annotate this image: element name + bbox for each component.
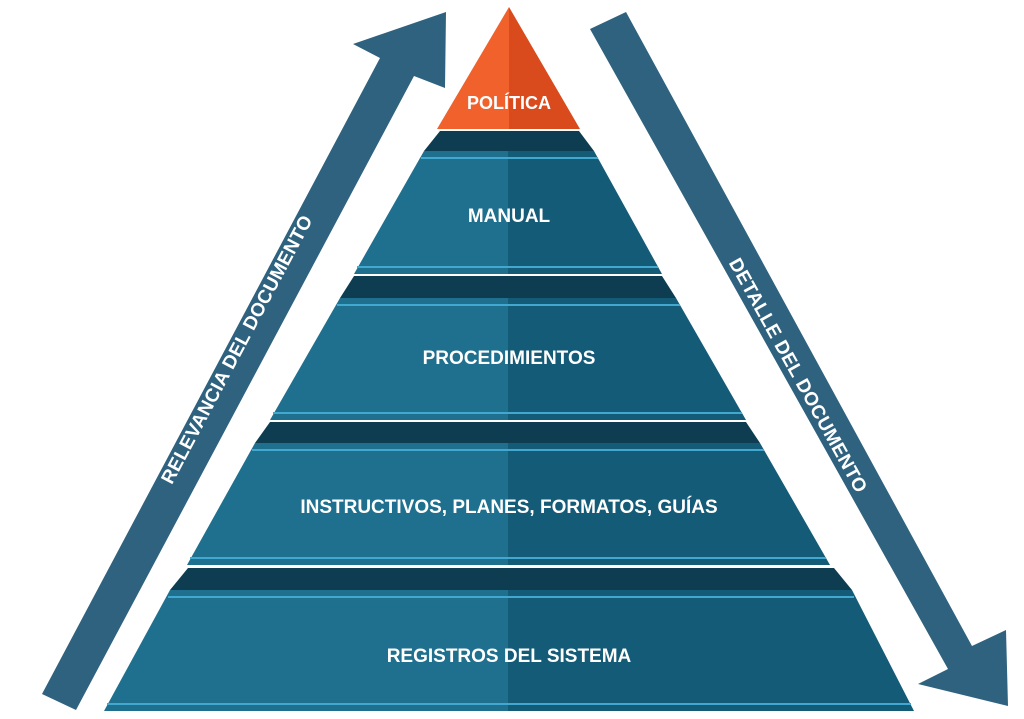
tier-label-manual: MANUAL <box>468 206 551 227</box>
tier-face-right <box>508 298 746 420</box>
pyramid-tier-procedimientos: PROCEDIMIENTOS <box>270 276 746 420</box>
tier-label-procedimientos: PROCEDIMIENTOS <box>423 348 596 369</box>
tier-shadow <box>340 276 676 298</box>
tier-shadow <box>255 422 760 443</box>
tier-label-registros: REGISTROS DEL SISTEMA <box>387 646 632 667</box>
tier-face-left <box>354 151 508 274</box>
tier-face-left <box>270 298 508 420</box>
pyramid-tier-politica: POLÍTICA <box>437 7 580 129</box>
pyramid-tier-instructivos: INSTRUCTIVOS, PLANES, FORMATOS, GUÍAS <box>187 422 830 565</box>
tier-shadow <box>424 131 594 151</box>
tier-face-left <box>104 590 508 711</box>
tier-shadow <box>170 568 852 590</box>
tier-label-instructivos: INSTRUCTIVOS, PLANES, FORMATOS, GUÍAS <box>300 496 717 518</box>
tier-face-right <box>508 151 662 274</box>
tier-face-left <box>187 443 508 565</box>
tier-face-right <box>508 590 914 711</box>
relevance-arrow-shape <box>42 12 446 710</box>
pyramid-tier-registros: REGISTROS DEL SISTEMA <box>104 568 914 711</box>
pyramid-tier-manual: MANUAL <box>354 131 662 274</box>
apex-face-right <box>509 7 580 129</box>
detail-arrow-shape <box>590 12 1008 706</box>
tier-label-politica: POLÍTICA <box>467 92 551 113</box>
apex-face-left <box>437 7 509 129</box>
tier-face-right <box>508 443 830 565</box>
